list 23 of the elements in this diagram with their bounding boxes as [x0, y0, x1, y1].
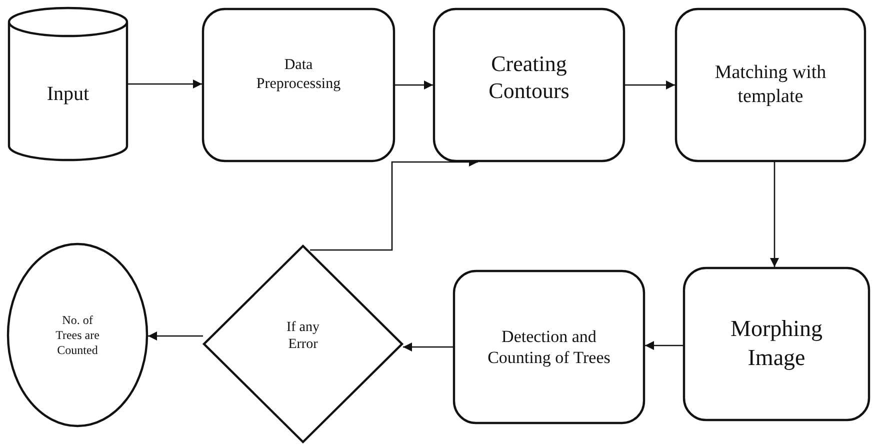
arrow	[395, 80, 433, 90]
node-label: Data Preprocessing	[255, 56, 342, 94]
node-label: No. of Trees are Counted	[56, 312, 100, 358]
arrow	[645, 341, 683, 350]
arrow	[770, 162, 779, 267]
arrow	[128, 80, 202, 88]
process-box	[433, 8, 625, 162]
node-label: Creating Contours	[488, 50, 570, 104]
node-label: If any Error	[285, 318, 321, 354]
arrow	[148, 332, 203, 340]
terminal-ellipse	[7, 243, 148, 427]
decision-diamond	[203, 245, 403, 443]
node-label: Detection and Counting of Trees	[486, 326, 612, 368]
process-box	[453, 270, 645, 424]
node-label: Matching with template	[714, 61, 828, 109]
process-box	[202, 8, 395, 162]
arrow	[403, 342, 453, 352]
process-box	[675, 8, 866, 162]
process-box	[683, 267, 870, 421]
arrow	[625, 80, 675, 90]
node-label: Morphing Image	[730, 315, 824, 372]
node-label: Input	[46, 82, 90, 106]
input-cylinder	[8, 8, 128, 160]
